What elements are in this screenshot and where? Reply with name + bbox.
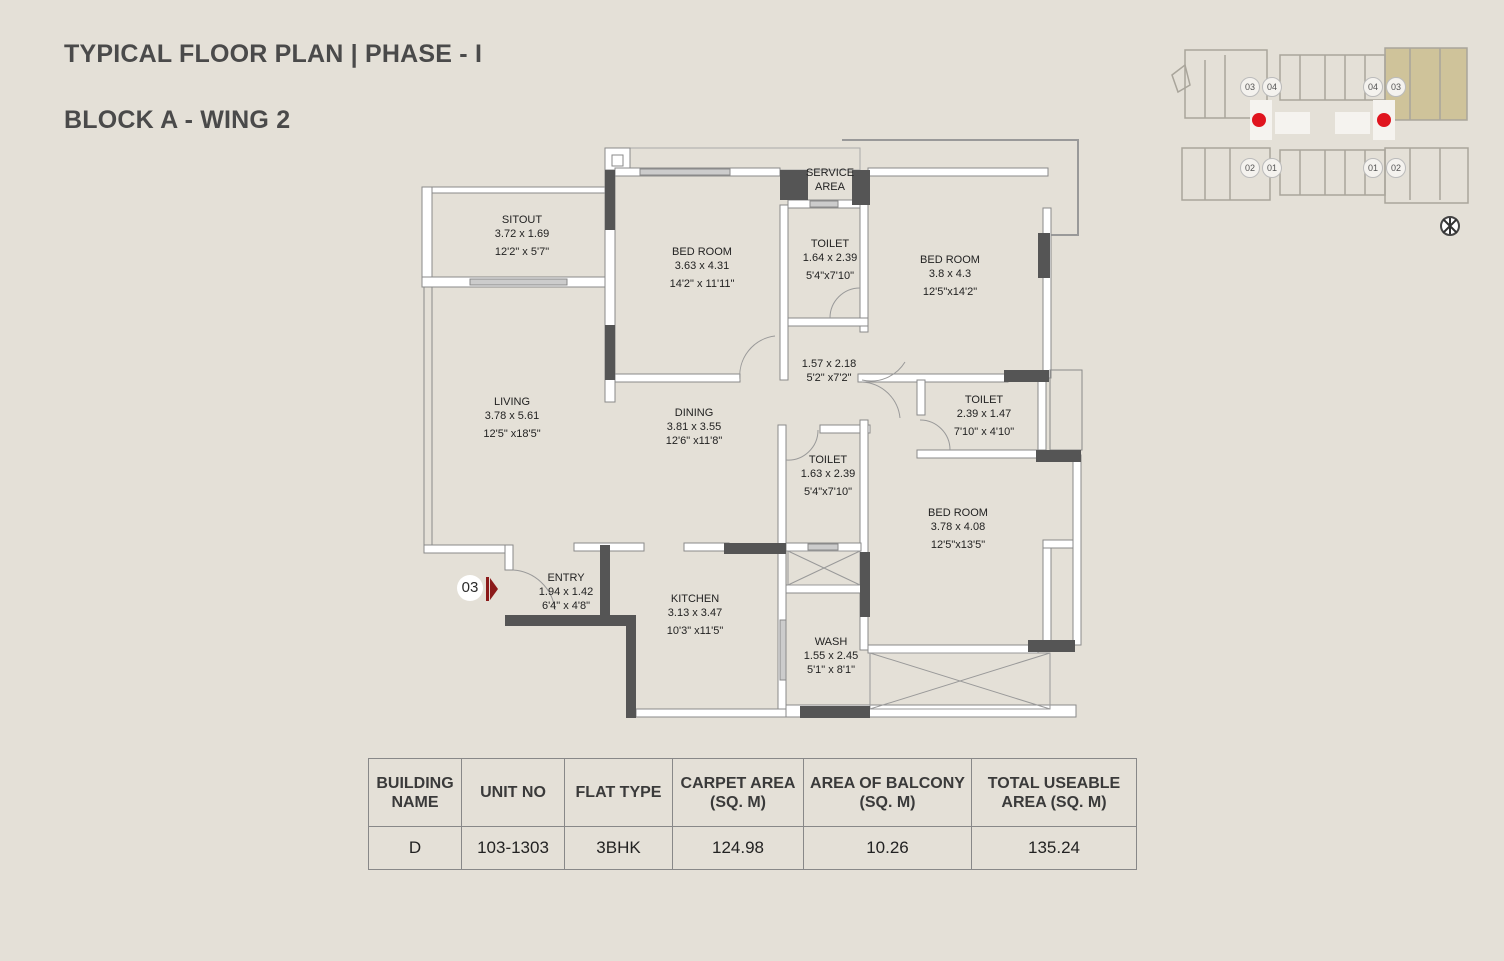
key-plan-unit-label: 03 (1240, 77, 1260, 97)
room-living: LIVING 3.78 x 5.61 12'5" x18'5" (483, 395, 540, 441)
page-title: TYPICAL FLOOR PLAN | PHASE - I (64, 40, 483, 68)
room-name: TOILET (810, 238, 850, 250)
room-imperial-size: 12'5"x13'5" (930, 539, 986, 551)
room-imperial-size: 12'5" x18'5" (483, 428, 541, 440)
room-metric-size: 3.8 x 4.3 (928, 268, 972, 280)
room-imperial-size: 7'10" x 4'10" (953, 426, 1015, 438)
room-metric-size: 1.64 x 2.39 (802, 252, 858, 264)
key-plan-unit-label: 03 (1386, 77, 1406, 97)
cell-unit-no: 103-1303 (461, 826, 565, 870)
page-subtitle: BLOCK A - WING 2 (64, 106, 291, 134)
room-imperial-size: 6'4" x 4'8" (541, 600, 591, 612)
room-name: BED ROOM (672, 246, 732, 258)
room-toilet-2: TOILET 2.39 x 1.47 7'10" x 4'10" (954, 393, 1014, 439)
header-balcony-area: AREA OF BALCONY(SQ. M) (803, 758, 972, 827)
room-imperial-size: 10'3" x11'5" (666, 625, 724, 637)
room-name: AREA (815, 181, 845, 193)
room-name: SITOUT (501, 214, 543, 226)
room-sitout: SITOUT 3.72 x 1.69 12'2" x 5'7" (495, 213, 549, 259)
room-toilet-1: TOILET 1.64 x 2.39 5'4"x7'10" (803, 237, 857, 283)
key-plan-unit-label: 04 (1363, 77, 1383, 97)
header-flat-type: FLAT TYPE (564, 758, 673, 827)
room-imperial-size: 5'4"x7'10" (803, 486, 853, 498)
room-imperial-size: 5'2" x7'2" (806, 372, 852, 384)
entry-unit-badge: 03 (457, 575, 483, 601)
room-name: WASH (814, 636, 848, 648)
room-metric-size: 3.63 x 4.31 (674, 260, 730, 272)
room-name: LIVING (493, 396, 531, 408)
room-bedroom-3: BED ROOM 3.78 x 4.08 12'5"x13'5" (928, 506, 988, 552)
cell-carpet-area: 124.98 (672, 826, 804, 870)
key-plan-unit-label: 04 (1262, 77, 1282, 97)
table-row: D 103-1303 3BHK 124.98 10.26 135.24 (368, 826, 1137, 870)
room-dining: DINING 3.81 x 3.55 12'6" x11'8" (666, 406, 722, 448)
room-metric-size: 1.63 x 2.39 (800, 468, 856, 480)
room-service-area: SERVICE AREA (806, 166, 854, 194)
key-plan-unit-label: 02 (1386, 158, 1406, 178)
room-metric-size: 1.94 x 1.42 (538, 586, 594, 598)
header-unit-no: UNIT NO (461, 758, 565, 827)
room-entry: ENTRY 1.94 x 1.42 6'4" x 4'8" (539, 571, 593, 613)
room-metric-size: 1.57 x 2.18 (801, 358, 857, 370)
key-plan-unit-label: 02 (1240, 158, 1260, 178)
room-bedroom-2: BED ROOM 3.8 x 4.3 12'5"x14'2" (920, 253, 980, 299)
cell-total-area: 135.24 (971, 826, 1137, 870)
room-metric-size: 1.55 x 2.45 (803, 650, 859, 662)
room-wash: WASH 1.55 x 2.45 5'1" x 8'1" (804, 635, 858, 677)
room-metric-size: 3.72 x 1.69 (494, 228, 550, 240)
room-bedroom-1: BED ROOM 3.63 x 4.31 14'2" x 11'11" (670, 245, 735, 291)
room-name: BED ROOM (928, 507, 988, 519)
room-toilet-3: TOILET 1.63 x 2.39 5'4"x7'10" (801, 453, 855, 499)
room-name: ENTRY (547, 572, 585, 584)
room-name: BED ROOM (920, 254, 980, 266)
cell-balcony-area: 10.26 (803, 826, 972, 870)
room-metric-size: 3.78 x 4.08 (930, 521, 986, 533)
room-imperial-size: 12'5"x14'2" (922, 286, 978, 298)
room-kitchen: KITCHEN 3.13 x 3.47 10'3" x11'5" (667, 592, 723, 638)
room-name: TOILET (808, 454, 848, 466)
room-imperial-size: 5'1" x 8'1" (806, 664, 856, 676)
room-name: KITCHEN (670, 593, 720, 605)
room-name: SERVICE (805, 167, 855, 179)
room-imperial-size: 5'4"x7'10" (805, 270, 855, 282)
room-metric-size: 2.39 x 1.47 (956, 408, 1012, 420)
key-plan-unit-label: 01 (1363, 158, 1383, 178)
header-carpet-area: CARPET AREA(SQ. M) (672, 758, 804, 827)
room-passage: 1.57 x 2.18 5'2" x7'2" (802, 357, 856, 385)
room-imperial-size: 14'2" x 11'11" (669, 278, 735, 290)
cell-building-name: D (368, 826, 462, 870)
room-metric-size: 3.13 x 3.47 (667, 607, 723, 619)
key-plan-unit-label: 01 (1262, 158, 1282, 178)
cell-flat-type: 3BHK (564, 826, 673, 870)
room-imperial-size: 12'6" x11'8" (665, 435, 723, 447)
room-imperial-size: 12'2" x 5'7" (494, 246, 550, 258)
room-metric-size: 3.81 x 3.55 (666, 421, 722, 433)
room-name: DINING (674, 407, 714, 419)
room-metric-size: 3.78 x 5.61 (484, 410, 540, 422)
room-name: TOILET (964, 394, 1004, 406)
